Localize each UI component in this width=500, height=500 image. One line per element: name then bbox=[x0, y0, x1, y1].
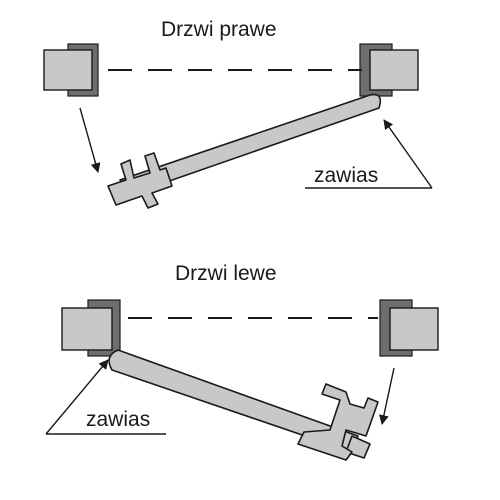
left-door-hinge-label: zawias bbox=[86, 408, 150, 431]
right-door-swing-arrow bbox=[79, 107, 101, 173]
left-door-hinge-arrow bbox=[45, 359, 109, 435]
left-door-left-frame bbox=[61, 299, 121, 357]
left-door-leaf bbox=[108, 349, 379, 461]
left-door-swing-arrow bbox=[379, 367, 395, 425]
right-door-diagram: Drzwi prawe zawias bbox=[43, 18, 433, 209]
right-door-left-frame bbox=[43, 43, 99, 97]
left-door-diagram: Drzwi lewe zawias bbox=[45, 262, 439, 461]
right-door-hinge-label: zawias bbox=[314, 164, 378, 187]
right-door-leaf bbox=[107, 93, 382, 209]
right-door-hinge-arrow bbox=[383, 119, 433, 189]
left-door-title: Drzwi lewe bbox=[175, 262, 277, 285]
right-door-title: Drzwi prawe bbox=[161, 18, 277, 41]
right-door-right-frame bbox=[359, 43, 419, 97]
left-door-right-frame bbox=[379, 299, 439, 357]
